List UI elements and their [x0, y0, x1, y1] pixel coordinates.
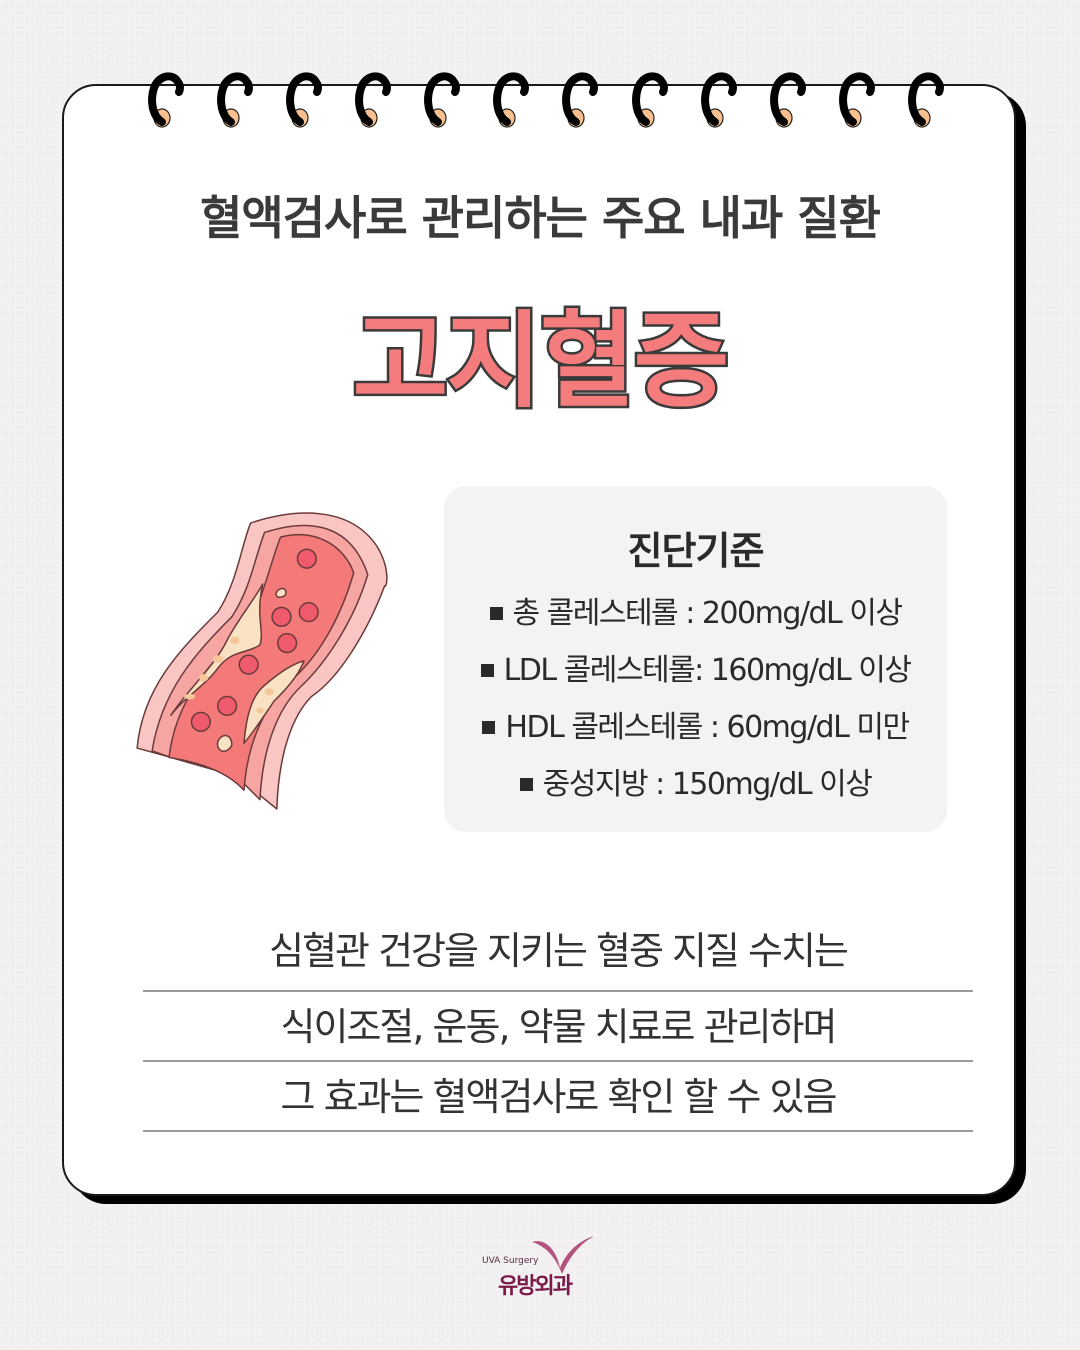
- summary-line: 식이조절, 운동, 약물 치료로 관리하며: [143, 992, 973, 1062]
- spiral-ring-icon: [146, 66, 186, 130]
- logo-korean-text: 유방외과: [498, 1274, 573, 1299]
- spiral-ring-icon: [630, 66, 670, 130]
- criteria-item-label: LDL 콜레스테롤: 160mg/dL 이상: [503, 653, 912, 688]
- criteria-list: 총 콜레스테롤 : 200mg/dL 이상 LDL 콜레스테롤: 160mg/d…: [444, 585, 947, 813]
- diagnostic-criteria-box: 진단기준 총 콜레스테롤 : 200mg/dL 이상 LDL 콜레스테롤: 16…: [444, 486, 947, 832]
- logo-english-text: UVA Surgery: [482, 1256, 539, 1266]
- page-title: 고지혈증: [350, 298, 732, 425]
- square-bullet-icon: [482, 721, 496, 734]
- summary-text: 심혈관 건강을 지키는 혈중 지질 수치는 식이조절, 운동, 약물 치료로 관…: [143, 922, 973, 1132]
- summary-line: 심혈관 건강을 지키는 혈중 지질 수치는: [143, 922, 973, 992]
- criteria-item-label: 총 콜레스테롤 : 200mg/dL 이상: [512, 596, 903, 631]
- spiral-ring-icon: [353, 66, 393, 130]
- square-bullet-icon: [519, 778, 533, 791]
- artery-plaque-icon: [124, 494, 424, 824]
- spiral-ring-icon: [560, 66, 600, 130]
- swoosh-logo-icon: [532, 1236, 594, 1274]
- criteria-item-label: HDL 콜레스테롤 : 60mg/dL 미만: [505, 710, 910, 745]
- spiral-ring-icon: [422, 66, 462, 130]
- page-subtitle: 혈액검사로 관리하는 주요 내과 질환: [200, 191, 881, 245]
- spiral-ring-icon: [491, 66, 531, 130]
- summary-line: 그 효과는 혈액검사로 확인 할 수 있음: [143, 1062, 973, 1132]
- spiral-ring-icon: [284, 66, 324, 130]
- spiral-ring-icon: [699, 66, 739, 130]
- spiral-binding: [146, 66, 946, 130]
- spiral-ring-icon: [215, 66, 255, 130]
- criteria-item: HDL 콜레스테롤 : 60mg/dL 미만: [444, 699, 947, 756]
- criteria-item-label: 중성지방 : 150mg/dL 이상: [542, 767, 873, 802]
- spiral-ring-icon: [837, 66, 877, 130]
- criteria-item: LDL 콜레스테롤: 160mg/dL 이상: [444, 642, 947, 699]
- clinic-logo: UVA Surgery 유방외과: [478, 1234, 608, 1314]
- spiral-ring-icon: [768, 66, 808, 130]
- criteria-title: 진단기준: [627, 529, 765, 573]
- square-bullet-icon: [480, 664, 494, 677]
- criteria-item: 총 콜레스테롤 : 200mg/dL 이상: [444, 585, 947, 642]
- square-bullet-icon: [489, 607, 503, 620]
- spiral-ring-icon: [906, 66, 946, 130]
- criteria-item: 중성지방 : 150mg/dL 이상: [444, 756, 947, 813]
